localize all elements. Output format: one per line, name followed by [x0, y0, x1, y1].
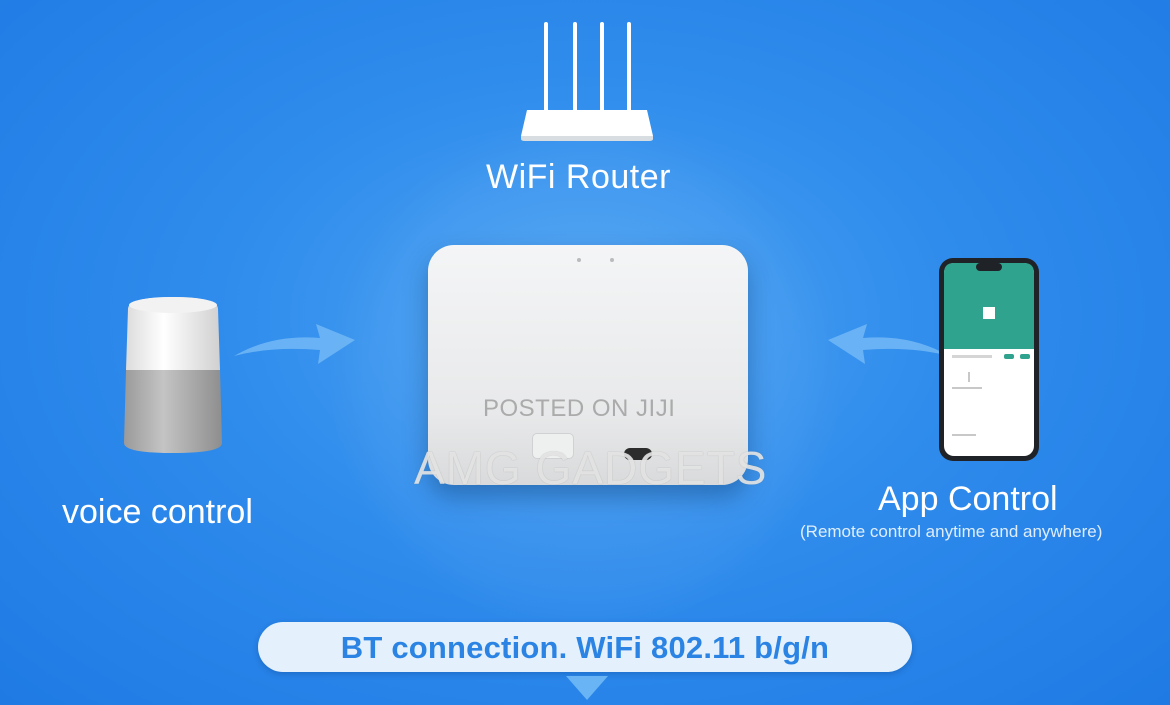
arrow-down-icon [566, 676, 608, 700]
hub-led-indicator [610, 258, 614, 262]
connection-banner-text: BT connection. WiFi 802.11 b/g/n [340, 630, 830, 665]
arrow-right-icon [234, 324, 355, 364]
smartphone-icon [939, 258, 1039, 461]
hub-led-indicator [577, 258, 581, 262]
hub-reset-button [532, 433, 574, 459]
router-label: WiFi Router [486, 158, 671, 196]
app-control-sublabel: (Remote control anytime and anywhere) [800, 522, 1103, 541]
watermark-posted: POSTED ON JIJI [483, 395, 676, 422]
smart-speaker-icon [124, 297, 222, 453]
gateway-hub-icon [428, 245, 748, 485]
app-control-label: App Control [878, 480, 1058, 518]
arrow-left-icon [828, 324, 949, 364]
hub-usb-port [624, 448, 652, 460]
watermark-brand: AMG GADGETS [414, 442, 768, 494]
wifi-router-icon [521, 22, 653, 141]
connection-banner: BT connection. WiFi 802.11 b/g/n [258, 622, 912, 672]
voice-control-label: voice control [62, 493, 253, 531]
